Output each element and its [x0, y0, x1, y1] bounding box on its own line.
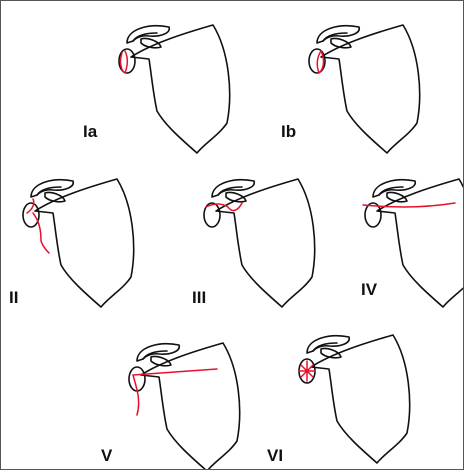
scapula-drawing [23, 179, 134, 307]
scapula-drawing [204, 179, 315, 307]
panel-label: VI [267, 446, 283, 465]
panel-label: III [192, 288, 206, 307]
scapula-drawing [299, 335, 410, 463]
fracture-line [27, 199, 49, 253]
scapula-drawing [119, 25, 230, 153]
panel-type-ib: Ib [281, 25, 420, 153]
scapula-drawing [365, 179, 463, 307]
panel-type-iii: III [192, 179, 315, 307]
panel-label: Ia [83, 122, 98, 141]
panel-type-ia: Ia [83, 25, 230, 153]
panel-type-v: V [101, 343, 240, 469]
scapula-drawing [309, 25, 420, 153]
panel-type-iv: IV [361, 179, 463, 307]
panel-label: IV [361, 280, 378, 299]
panel-type-ii: II [9, 179, 134, 307]
fracture-line [121, 51, 128, 73]
panel-type-vi: VI [267, 335, 410, 465]
fracture-line [299, 361, 315, 381]
panel-label: V [101, 446, 113, 465]
scapula-drawing [129, 343, 240, 469]
panel-label: Ib [281, 122, 296, 141]
panel-label: II [9, 288, 18, 307]
